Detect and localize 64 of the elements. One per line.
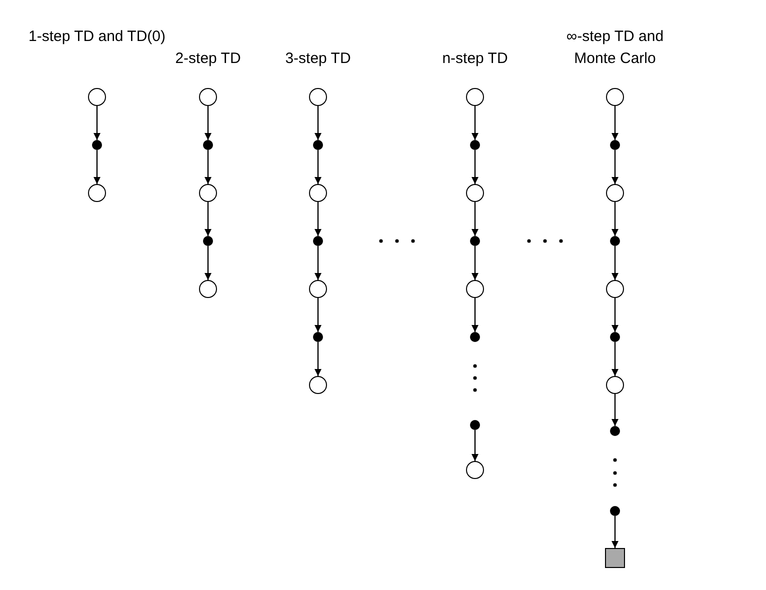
state-circle [466, 461, 484, 479]
arrow [472, 202, 478, 236]
arrow [314, 150, 322, 184]
state-circle [88, 184, 106, 202]
state-circle [199, 280, 217, 298]
column-heading: 2-step TD [174, 49, 242, 69]
arrow [314, 298, 322, 332]
arrow [314, 342, 322, 376]
action-dot [610, 506, 620, 516]
state-circle [309, 280, 327, 298]
state-circle [309, 88, 327, 106]
arrow [612, 202, 618, 236]
arrow [612, 342, 618, 376]
state-circle [199, 88, 217, 106]
state-circle [606, 280, 624, 298]
column-heading: 3-step TD [284, 49, 352, 69]
arrow [472, 106, 478, 140]
arrow [612, 516, 618, 548]
arrow [314, 246, 322, 280]
action-dot [470, 236, 480, 246]
action-dot [203, 236, 213, 246]
arrow [612, 150, 618, 184]
arrow [472, 430, 478, 461]
action-dot [610, 426, 620, 436]
action-dot [610, 140, 620, 150]
arrow [204, 150, 212, 184]
action-dot [610, 332, 620, 342]
arrow [612, 298, 618, 332]
arrow [204, 246, 212, 280]
action-dot [470, 332, 480, 342]
arrow [204, 106, 212, 140]
state-circle [466, 184, 484, 202]
column-heading: ∞-step TD and Monte Carlo [565, 27, 665, 69]
arrow [472, 246, 478, 280]
arrow [94, 150, 100, 184]
action-dot [610, 236, 620, 246]
action-dot [313, 332, 323, 342]
action-dot [313, 236, 323, 246]
action-dot [470, 140, 480, 150]
action-dot [203, 140, 213, 150]
column-heading: n-step TD [441, 49, 509, 69]
state-circle [606, 376, 624, 394]
arrow [612, 394, 618, 426]
action-dot [92, 140, 102, 150]
arrow [94, 106, 100, 140]
state-circle [88, 88, 106, 106]
arrow [314, 106, 322, 140]
state-circle [199, 184, 217, 202]
arrow [204, 202, 212, 236]
column-heading: 1-step TD and TD(0) [28, 27, 166, 47]
arrow [472, 298, 478, 332]
terminal-square [605, 548, 625, 568]
arrow [472, 150, 478, 184]
state-circle [606, 88, 624, 106]
state-circle [466, 280, 484, 298]
state-circle [466, 88, 484, 106]
state-circle [606, 184, 624, 202]
arrow [314, 202, 322, 236]
arrow [612, 246, 618, 280]
state-circle [309, 376, 327, 394]
action-dot [313, 140, 323, 150]
state-circle [309, 184, 327, 202]
arrow [612, 106, 618, 140]
action-dot [470, 420, 480, 430]
